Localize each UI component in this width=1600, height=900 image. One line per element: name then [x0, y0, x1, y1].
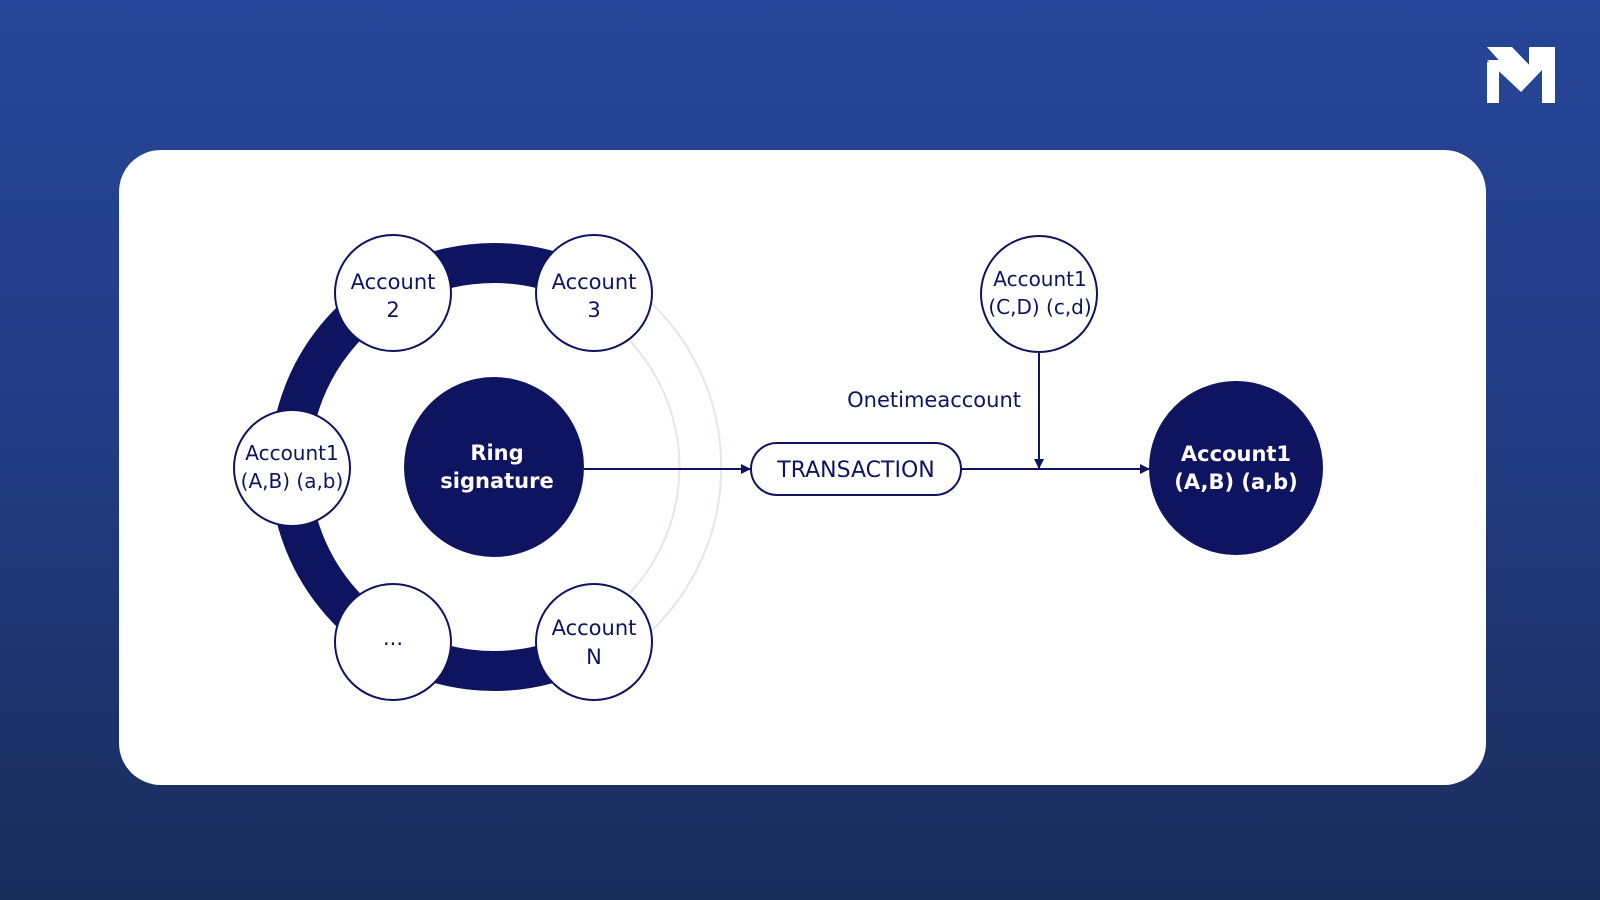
- node-label: (A,B) (a,b): [1174, 470, 1298, 494]
- ring-node-ellipsis: ...: [334, 583, 452, 701]
- m-logo-icon: [1487, 47, 1555, 103]
- recipient-account-node: Account1 (A,B) (a,b): [1149, 381, 1323, 555]
- node-label: Account1: [993, 267, 1086, 291]
- one-time-account-edge-label: Onetimeaccount: [847, 388, 1021, 412]
- node-label: 3: [587, 298, 600, 322]
- node-label: Account1: [245, 441, 338, 465]
- node-label: Account: [351, 270, 436, 294]
- transaction-node: TRANSACTION: [750, 442, 962, 496]
- node-label: N: [586, 645, 602, 669]
- ring-node-account-3: Account 3: [535, 234, 653, 352]
- one-time-account-node: Account1 (C,D) (c,d): [980, 235, 1098, 353]
- ring-node-account-2: Account 2: [334, 234, 452, 352]
- node-label: 2: [386, 298, 399, 322]
- node-label: ...: [383, 626, 403, 650]
- ring-node-account-n: Account N: [535, 583, 653, 701]
- ring-signature-node: Ring signature: [404, 377, 584, 557]
- node-label: (A,B) (a,b): [241, 469, 344, 493]
- ring-node-account-1: Account1 (A,B) (a,b): [233, 409, 351, 527]
- node-label: Account1: [1181, 442, 1291, 466]
- ring-guide-arc-outer: [639, 292, 723, 642]
- ring-signature-label-2: signature: [440, 469, 553, 493]
- node-label: Account: [552, 270, 637, 294]
- node-label: (C,D) (c,d): [988, 295, 1091, 319]
- transaction-label: TRANSACTION: [776, 458, 934, 483]
- node-label: Account: [552, 616, 637, 640]
- ring-signature-label-1: Ring: [470, 441, 523, 465]
- ring-guide-arc-inner: [612, 324, 681, 610]
